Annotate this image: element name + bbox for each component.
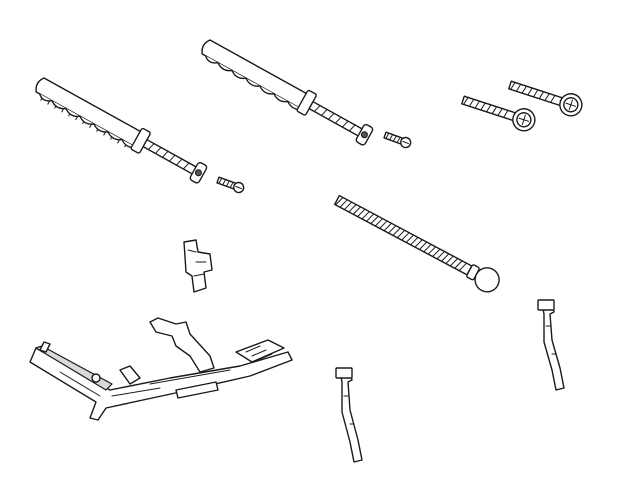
spring-strap-right-icon — [537, 299, 565, 391]
threaded-rod-icon — [333, 194, 500, 293]
bracket-icon — [29, 317, 293, 421]
wall-plug-left-icon — [35, 77, 208, 184]
clip-icon — [183, 239, 213, 293]
wall-plug-center-icon — [201, 39, 374, 146]
phillips-screw-upper-icon — [508, 80, 583, 117]
small-screw-center-icon — [383, 131, 412, 149]
phillips-screw-lower-icon — [461, 95, 536, 132]
small-screw-left-icon — [216, 176, 245, 194]
spring-strap-center-icon — [335, 367, 363, 463]
